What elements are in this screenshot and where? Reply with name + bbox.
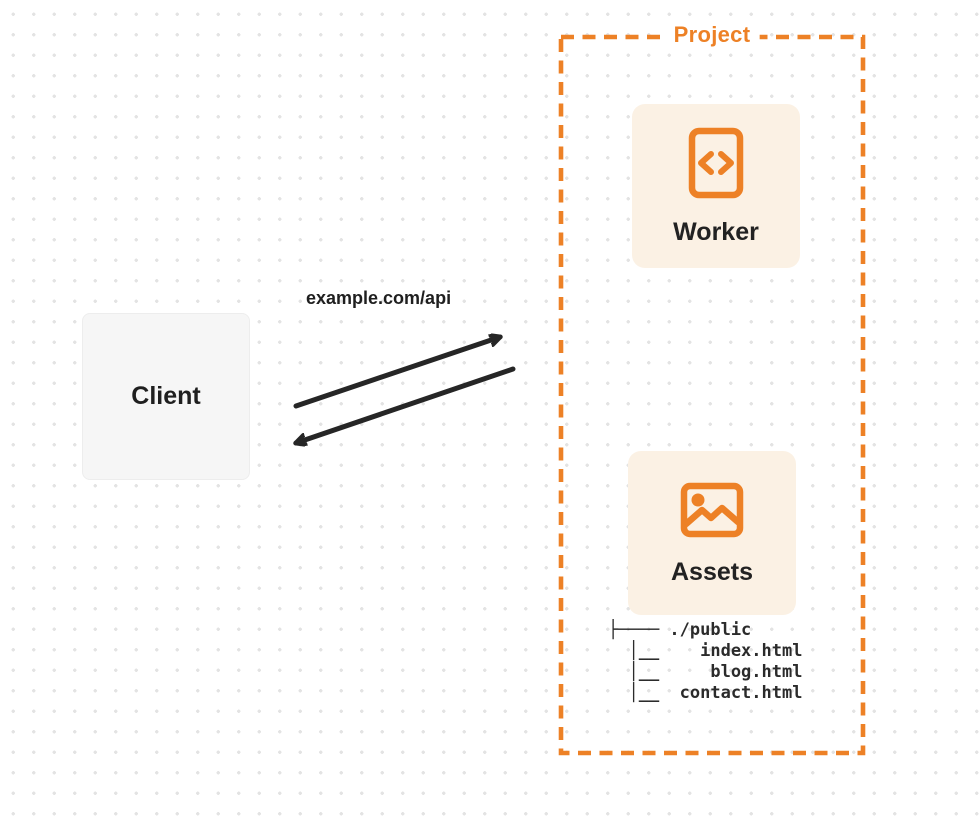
tree-line-blog: │__ blog.html xyxy=(608,662,803,682)
assets-node: Assets xyxy=(628,451,796,615)
assets-label: Assets xyxy=(671,557,753,586)
worker-node: Worker xyxy=(632,104,800,268)
image-icon xyxy=(680,482,744,537)
project-label: Project xyxy=(664,21,760,49)
tree-line-contact: │__ contact.html xyxy=(608,683,803,703)
tree-line-index: │__ index.html xyxy=(608,641,803,661)
request-url-label: example.com/api xyxy=(306,288,452,308)
worker-label: Worker xyxy=(673,218,759,246)
assets-file-tree: ├──── ./public │__ index.html │__ blog.h… xyxy=(608,620,802,704)
client-label: Client xyxy=(131,382,201,410)
request-arrow xyxy=(293,337,500,409)
project-boundary: Project Worker Assets ├──── ./public │__… xyxy=(559,21,865,755)
client-node: Client xyxy=(82,313,250,480)
response-arrow xyxy=(296,366,516,443)
tree-line-public: ├──── ./public xyxy=(608,620,752,640)
code-file-icon xyxy=(688,127,744,199)
